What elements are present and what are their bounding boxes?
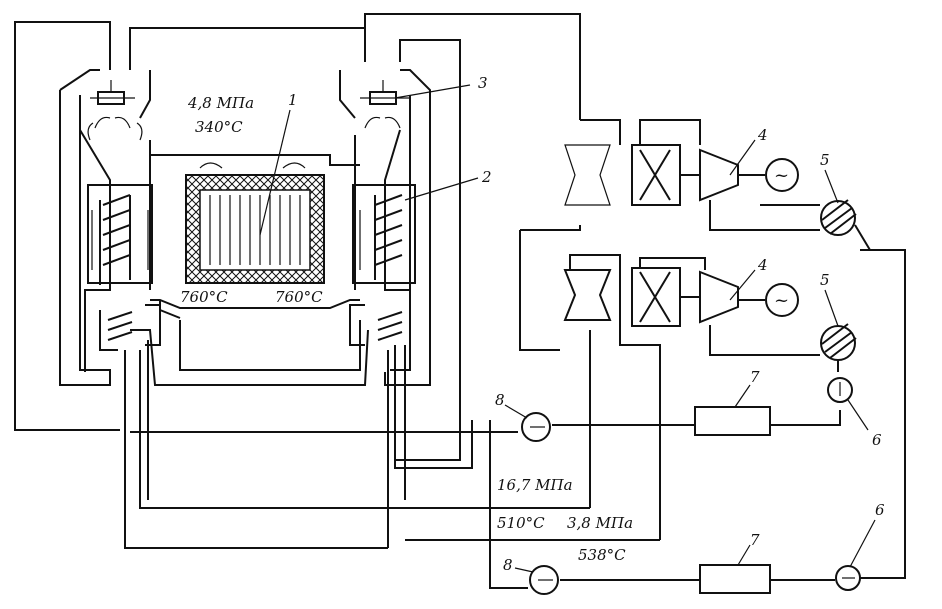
heater-7a [694, 406, 771, 436]
callout-4-upper: 4 [757, 126, 768, 144]
callout-5-lower: 5 [820, 271, 830, 289]
callout-4-lower: 4 [757, 256, 768, 274]
zigzag-coil-icon [821, 323, 857, 359]
piping [14, 13, 906, 589]
label-pressure-rh: 3,8 МПа [567, 514, 633, 532]
generator-2 [765, 283, 799, 317]
callout-7-lower: 7 [750, 531, 760, 549]
label-temp-hp: 510°С [497, 514, 545, 532]
label-temp-out-left: 760°С [180, 288, 228, 306]
callout-1: 1 [288, 91, 298, 109]
turbine-lp-1 [699, 148, 739, 202]
turbine-train-lower: ~ [563, 254, 857, 403]
left-steam-generator [59, 69, 161, 386]
callout-7-upper: 7 [750, 368, 760, 386]
callout-8-upper: 8 [495, 391, 505, 409]
label-temp-reactor: 340°С [195, 118, 243, 136]
condenser-1 [820, 200, 856, 236]
callout-3: 3 [478, 74, 488, 92]
callout-8-lower: 8 [503, 556, 513, 574]
coil-right [374, 194, 403, 280]
reactor-core [130, 109, 369, 386]
leader-2 [404, 177, 479, 201]
leader-3 [394, 84, 471, 99]
fuel-rods [209, 195, 301, 265]
turbine-hp-2 [563, 269, 612, 321]
lower-coil-left [107, 311, 133, 341]
callout-6-upper: 6 [872, 431, 882, 449]
lower-coil-right [377, 311, 403, 341]
core-vessel [185, 174, 325, 284]
leader-1 [259, 109, 291, 236]
label-temp-out-right: 760°С [275, 288, 323, 306]
callout-2: 2 [481, 168, 492, 186]
flow-arrow [94, 116, 111, 129]
pump-8a [521, 412, 551, 442]
label-temp-rh: 538°С [578, 546, 626, 564]
right-steam-generator [339, 69, 479, 386]
heater-7b [699, 564, 771, 594]
turbine-lp-2 [699, 270, 739, 324]
zigzag-coil-icon [821, 199, 857, 235]
callout-6-lower: 6 [875, 501, 885, 519]
pump-8b [529, 565, 559, 595]
pump-6a [827, 377, 853, 403]
generator-1 [765, 158, 799, 192]
callout-5-upper: 5 [820, 151, 830, 169]
label-pressure-reactor: 4,8 МПа [187, 94, 254, 112]
pump-6b [835, 565, 861, 591]
tilde-icon: ~ [774, 165, 789, 186]
coil-left [102, 194, 131, 280]
label-pressure-hp: 16,7 МПа [497, 476, 573, 494]
turbine-hp-1 [564, 144, 611, 206]
turbine-train-upper: ~ [519, 119, 871, 351]
flow-arrow [199, 162, 223, 169]
tilde-icon: ~ [774, 290, 789, 311]
